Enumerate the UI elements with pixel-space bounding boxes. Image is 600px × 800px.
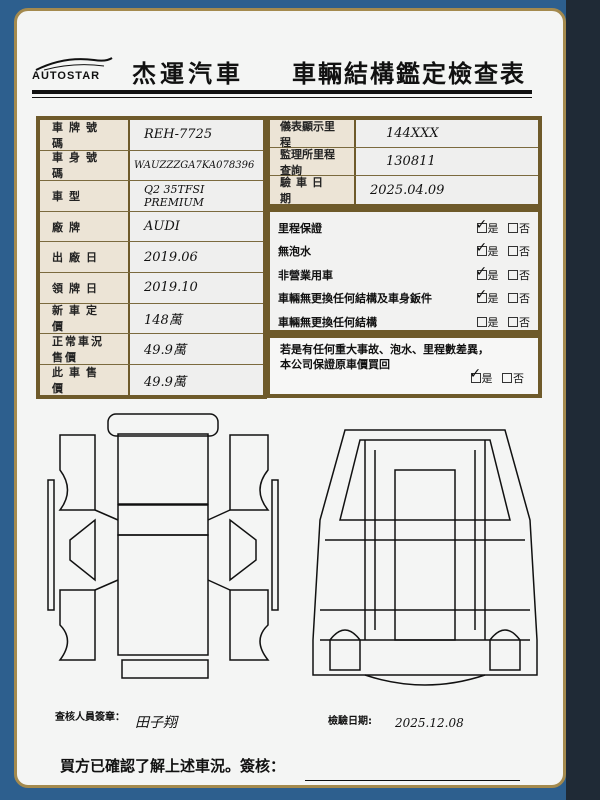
- no-checkbox[interactable]: [502, 373, 512, 383]
- yes-label: 是: [481, 372, 493, 385]
- field-label: 此車售價: [40, 364, 130, 396]
- no-label: 否: [519, 245, 530, 259]
- inspector-signature: 田子翔: [135, 715, 177, 731]
- no-label: 否: [519, 315, 530, 329]
- checklist-options: 是 否: [476, 264, 531, 283]
- no-checkbox[interactable]: [508, 246, 518, 257]
- checklist-item: 車輛無更換任何結構及車身鈑件 是 否: [278, 287, 530, 311]
- field-label: 車型: [40, 181, 130, 211]
- field-label: 正常車況售價: [40, 334, 130, 364]
- checklist-options: 是 否: [476, 314, 530, 330]
- form-title: 車輛結構鑑定檢查表: [292, 60, 526, 88]
- yes-label: 是: [487, 268, 499, 282]
- checklist-label: 車輛無更換任何結構: [278, 315, 377, 329]
- guarantee-text: 若是有任何重大事故、泡水、里程數差異，: [280, 343, 489, 356]
- yes-checkbox[interactable]: [470, 367, 481, 383]
- inspector-label: 查核人員簽章：: [55, 712, 125, 723]
- field-value: AUDI: [130, 211, 263, 242]
- field-value: 49.9萬: [130, 364, 263, 396]
- divider: [32, 97, 532, 98]
- field-value: 2019.10: [130, 272, 263, 303]
- no-checkbox[interactable]: [508, 293, 518, 304]
- checklist-options: 是 否: [476, 217, 531, 236]
- checklist: 里程保證 是 否 無泡水 是 否 非營業用車 是 否 車輛無更換任何結構及車身鈑…: [266, 208, 542, 334]
- field-value: 148萬: [130, 303, 263, 334]
- yes-label: 是: [487, 245, 499, 259]
- buyer-confirmation: 買方已確認了解上述車況。簽核：: [60, 757, 286, 775]
- no-label: 否: [519, 268, 530, 282]
- checklist-item: 里程保證 是 否: [278, 216, 530, 240]
- field-label: 車身號碼: [40, 150, 130, 180]
- field-value: 130811: [356, 148, 538, 175]
- field-label: 新車定價: [40, 303, 130, 333]
- checklist-item: 無泡水 是 否: [278, 240, 530, 264]
- field-value: 144XXX: [356, 120, 538, 147]
- yes-label: 是: [487, 292, 499, 306]
- field-value: 2019.06: [130, 242, 263, 272]
- checklist-label: 車輛無更換任何結構及車身鈑件: [278, 292, 432, 306]
- guarantee-text: 本公司保證原車價買回: [280, 358, 390, 371]
- car-flat-layout-diagram: [47, 413, 279, 679]
- checklist-item: 車輛無更換任何結構 是 否: [278, 310, 530, 334]
- inspection-date-label: 檢驗日期:: [328, 716, 372, 727]
- field-value: REH-7725: [130, 120, 263, 150]
- field-value: 49.9萬: [130, 334, 263, 364]
- yes-checkbox[interactable]: [476, 240, 487, 257]
- checklist-options: 是 否: [476, 287, 531, 306]
- field-value: 2025.04.09: [356, 176, 538, 204]
- field-label: 儀表顯示里程: [270, 120, 356, 149]
- car-3d-structure-diagram: [312, 429, 538, 686]
- checklist-item: 非營業用車 是 否: [278, 263, 530, 287]
- checklist-label: 非營業用車: [278, 268, 333, 282]
- no-label: 否: [519, 292, 530, 306]
- background-shelf: [566, 0, 600, 800]
- field-label: 驗車日期: [270, 176, 356, 205]
- divider: [32, 90, 532, 94]
- checklist-options: 是 否: [476, 240, 531, 259]
- checklist-label: 里程保證: [278, 221, 322, 235]
- no-checkbox[interactable]: [508, 316, 518, 327]
- inspection-date-value: 2025.12.08: [395, 716, 464, 730]
- buyback-guarantee: 若是有任何重大事故、泡水、里程數差異， 本公司保證原車價買回 是 否: [266, 334, 542, 398]
- yes-checkbox[interactable]: [476, 217, 487, 233]
- no-label: 否: [513, 372, 524, 385]
- yes-checkbox[interactable]: [476, 287, 487, 304]
- yes-label: 是: [487, 221, 499, 235]
- checklist-label: 無泡水: [278, 245, 311, 259]
- field-label: 廠牌: [40, 211, 130, 242]
- buyer-signature-line[interactable]: [305, 780, 520, 781]
- no-label: 否: [519, 221, 530, 235]
- form-header: AUTOSTAR 杰運汽車 車輛結構鑑定檢查表: [22, 40, 532, 100]
- yes-checkbox[interactable]: [476, 316, 487, 327]
- logo-text: AUTOSTAR: [32, 70, 101, 82]
- no-checkbox[interactable]: [508, 269, 518, 280]
- yes-checkbox[interactable]: [476, 264, 487, 280]
- guarantee-options: 是 否: [470, 367, 525, 386]
- no-checkbox[interactable]: [508, 222, 518, 233]
- field-label: 監理所里程查詢: [270, 148, 356, 177]
- field-label: 出廠日: [40, 242, 130, 272]
- field-label: 車牌號碼: [40, 120, 130, 150]
- company-name: 杰運汽車: [132, 60, 244, 88]
- yes-label: 是: [487, 315, 499, 329]
- logo-swoosh-icon: [35, 57, 113, 71]
- field-label: 領牌日: [40, 272, 130, 303]
- field-value: Q2 35TFSI PREMIUM: [130, 181, 263, 211]
- field-value: WAUZZZGA7KA078396: [130, 150, 263, 181]
